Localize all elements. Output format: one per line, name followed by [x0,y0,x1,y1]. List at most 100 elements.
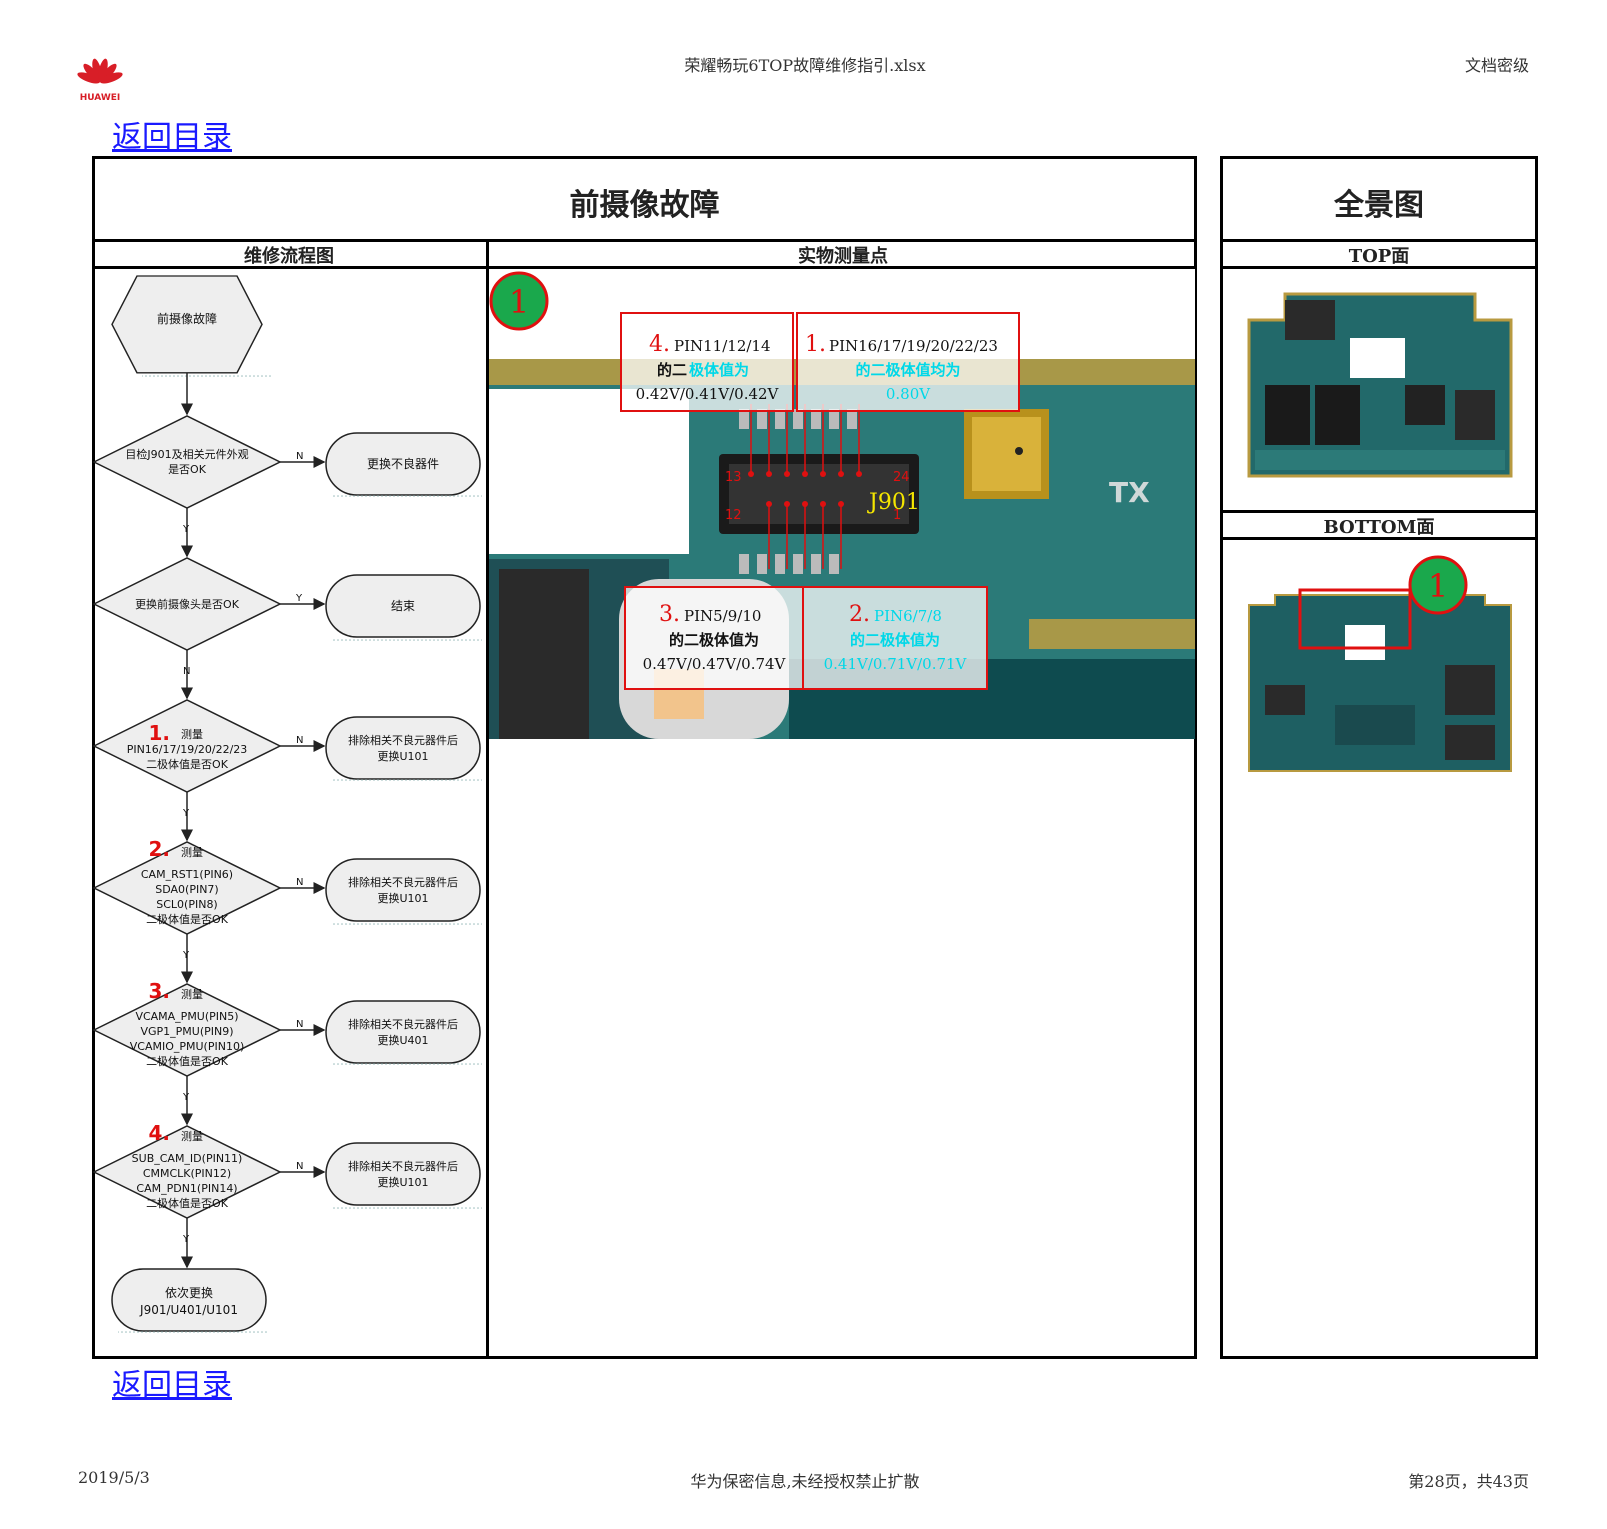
svg-text:12: 12 [725,508,742,523]
svg-text:依次更换: 依次更换 [165,1285,213,1300]
svg-text:CAM_PDN1(PIN14): CAM_PDN1(PIN14) [136,1182,237,1195]
svg-text:二极体值是否OK: 二极体值是否OK [146,1054,229,1068]
file-name: 荣耀畅玩6TOP故障维修指引.xlsx [684,56,926,75]
svg-text:N: N [296,735,303,746]
svg-text:0.42V/0.41V/0.42V: 0.42V/0.41V/0.42V [636,385,780,403]
svg-text:二极体值是否OK: 二极体值是否OK [146,757,229,771]
svg-text:更换U401: 更换U401 [377,1033,428,1047]
svg-text:13: 13 [725,470,742,485]
flowchart-column-header: 维修流程图 [244,246,334,267]
svg-text:PIN16/17/19/20/22/23: PIN16/17/19/20/22/23 [829,337,998,355]
svg-text:0.47V/0.47V/0.74V: 0.47V/0.47V/0.74V [643,655,787,673]
annotation-box-4 [620,312,794,412]
board-top-photo [1247,292,1513,478]
svg-text:PIN6/7/8: PIN6/7/8 [874,607,942,625]
board-bottom-photo: 1 [1248,555,1512,772]
repair-flowchart: 前摄像故障 目检J901及相关元件外观 是否OK 更换不良器件 更换前摄像头是否… [92,275,482,1335]
node-final-replace [111,1268,267,1332]
security-level: 文档密级 [1464,56,1529,75]
svg-text:的二极体值为: 的二极体值为 [669,631,759,649]
svg-text:更换U101: 更换U101 [377,749,428,763]
back-to-contents-link-bottom[interactable]: 返回目录 [112,1368,232,1403]
svg-text:VGP1_PMU(PIN9): VGP1_PMU(PIN9) [140,1025,233,1038]
svg-text:CMMCLK(PIN12): CMMCLK(PIN12) [143,1167,231,1180]
svg-text:1: 1 [893,508,901,523]
svg-text:目检J901及相关元件外观: 目检J901及相关元件外观 [125,447,248,461]
svg-text:更换U101: 更换U101 [377,1175,428,1189]
decision-visual-check [92,415,282,509]
annotation-box-2 [802,586,988,690]
svg-text:二极体值是否OK: 二极体值是否OK [146,912,229,926]
svg-text:PIN11/12/14: PIN11/12/14 [674,337,771,355]
svg-text:N: N [296,1161,303,1172]
svg-text:Y: Y [182,1234,190,1245]
svg-text:3.: 3. [659,602,680,627]
svg-text:Y: Y [295,593,303,604]
footer-page-number: 第28页，共43页 [1408,1472,1529,1491]
svg-text:排除相关不良元器件后: 排除相关不良元器件后 [348,733,458,747]
svg-text:N: N [183,666,190,677]
svg-text:HUAWEI: HUAWEI [80,93,121,102]
svg-text:J901/U401/U101: J901/U401/U101 [139,1303,238,1317]
svg-text:更换不良器件: 更换不良器件 [367,456,439,471]
node-fix-u101-b [325,858,481,922]
svg-text:排除相关不良元器件后: 排除相关不良元器件后 [348,1159,458,1173]
highlight-box [1298,588,1412,650]
node-fix-u401 [325,1000,481,1064]
svg-text:测量: 测量 [181,728,203,741]
svg-text:Y: Y [182,808,190,819]
svg-text:极体值为: 极体值为 [689,361,749,379]
top-side-label: TOP面 [1348,246,1410,267]
svg-text:N: N [296,451,303,462]
footer-date: 2019/5/3 [78,1468,150,1487]
svg-text:PIN5/9/10: PIN5/9/10 [684,607,761,625]
measurement-column-header: 实物测量点 [798,246,888,267]
svg-text:CAM_RST1(PIN6): CAM_RST1(PIN6) [141,868,233,881]
svg-text:更换U101: 更换U101 [377,891,428,905]
svg-text:VCAMIO_PMU(PIN10): VCAMIO_PMU(PIN10) [130,1040,245,1053]
svg-text:N: N [296,877,303,888]
svg-text:1.: 1. [148,721,170,745]
overview-panel [1220,156,1538,1359]
svg-text:Y: Y [182,524,190,535]
back-to-contents-link-top[interactable]: 返回目录 [112,120,232,155]
svg-text:前摄像故障: 前摄像故障 [157,311,217,326]
marker-1-icon [1408,555,1468,615]
svg-text:更换前摄像头是否OK: 更换前摄像头是否OK [135,597,240,611]
svg-text:结束: 结束 [391,599,415,613]
svg-text:2.: 2. [849,602,870,627]
svg-text:0.41V/0.71V/0.71V: 0.41V/0.71V/0.71V [824,655,968,673]
svg-text:排除相关不良元器件后: 排除相关不良元器件后 [348,875,458,889]
svg-text:TX: TX [1109,476,1150,509]
footer-confidential-notice: 华为保密信息,未经授权禁止扩散 [690,1472,920,1491]
svg-text:4.: 4. [649,332,670,357]
huawei-logo: HUAWEI [74,50,126,103]
main-panel [92,156,1197,1359]
svg-text:Y: Y [182,1092,190,1103]
svg-text:2.: 2. [148,837,170,861]
svg-text:PIN16/17/19/20/22/23: PIN16/17/19/20/22/23 [127,743,248,756]
svg-text:的二极体值均为: 的二极体值均为 [855,361,960,379]
svg-text:二极体值是否OK: 二极体值是否OK [146,1196,229,1210]
svg-text:1: 1 [509,283,529,321]
svg-text:测量: 测量 [181,988,203,1001]
start-node [111,275,263,374]
svg-text:J901: J901 [867,490,920,515]
svg-text:测量: 测量 [181,846,203,859]
svg-text:0.80V: 0.80V [886,385,931,403]
svg-text:1: 1 [1428,567,1448,605]
svg-text:是否OK: 是否OK [168,463,207,476]
svg-text:4.: 4. [148,1121,170,1145]
marker-1-icon [489,271,549,331]
svg-text:排除相关不良元器件后: 排除相关不良元器件后 [348,1017,458,1031]
svg-text:N: N [296,1019,303,1030]
svg-text:测量: 测量 [181,1130,203,1143]
main-panel-title: 前摄像故障 [569,188,720,223]
huawei-logo-icon: HUAWEI [77,58,123,103]
overview-panel-title: 全景图 [1334,188,1424,223]
node-fix-u101-a [325,716,481,780]
node-fix-u101-c [325,1142,481,1206]
svg-text:SUB_CAM_ID(PIN11): SUB_CAM_ID(PIN11) [132,1152,243,1165]
svg-text:的二极体值为: 的二极体值为 [850,631,940,649]
svg-text:的二: 的二 [657,361,687,379]
